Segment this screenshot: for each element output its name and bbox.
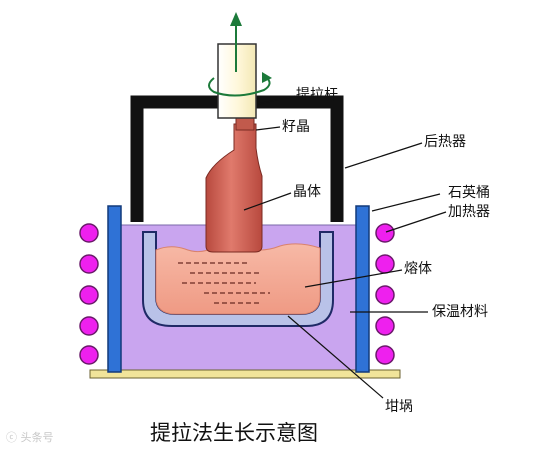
heater-coil (79, 223, 99, 243)
label-crucible: 坩埚 (385, 399, 413, 415)
heater-coils-right (375, 223, 395, 365)
heater-coil (79, 285, 99, 305)
label-seed-crystal: 籽晶 (282, 119, 310, 135)
watermark: ⓒ 头条号 (6, 430, 54, 444)
heater-coil (375, 254, 395, 274)
melt-flow-lines (178, 262, 270, 304)
heater-coil (79, 254, 99, 274)
label-insulation: 保温材料 (432, 304, 488, 320)
heater-coil (375, 285, 395, 305)
quartz-tube-left (107, 205, 122, 373)
melt (155, 243, 321, 315)
heater-coil (375, 316, 395, 336)
crystal (205, 123, 263, 253)
diagram-title: 提拉法生长示意图 (150, 421, 318, 445)
heater-coils-left (79, 223, 99, 365)
label-heater: 加热器 (448, 204, 490, 220)
label-crystal: 晶体 (293, 184, 321, 200)
quartz-tube-right (355, 205, 370, 373)
label-melt: 熔体 (404, 261, 432, 277)
rotation-arrowhead-icon (262, 72, 272, 83)
rotation-arrow (208, 76, 271, 97)
label-after-heater: 后热器 (424, 134, 466, 150)
label-quartz-crucible: 石英桶 (448, 184, 490, 201)
heater-coil (375, 345, 395, 365)
pull-arrow-icon (230, 12, 242, 26)
label-seed-rod: 提拉杆 (296, 87, 338, 103)
leader-lines (243, 95, 447, 399)
heater-coil (79, 316, 99, 336)
heater-coil (79, 345, 99, 365)
base-plate (89, 369, 401, 379)
after-heater (130, 95, 344, 222)
heater-coil (375, 223, 395, 243)
